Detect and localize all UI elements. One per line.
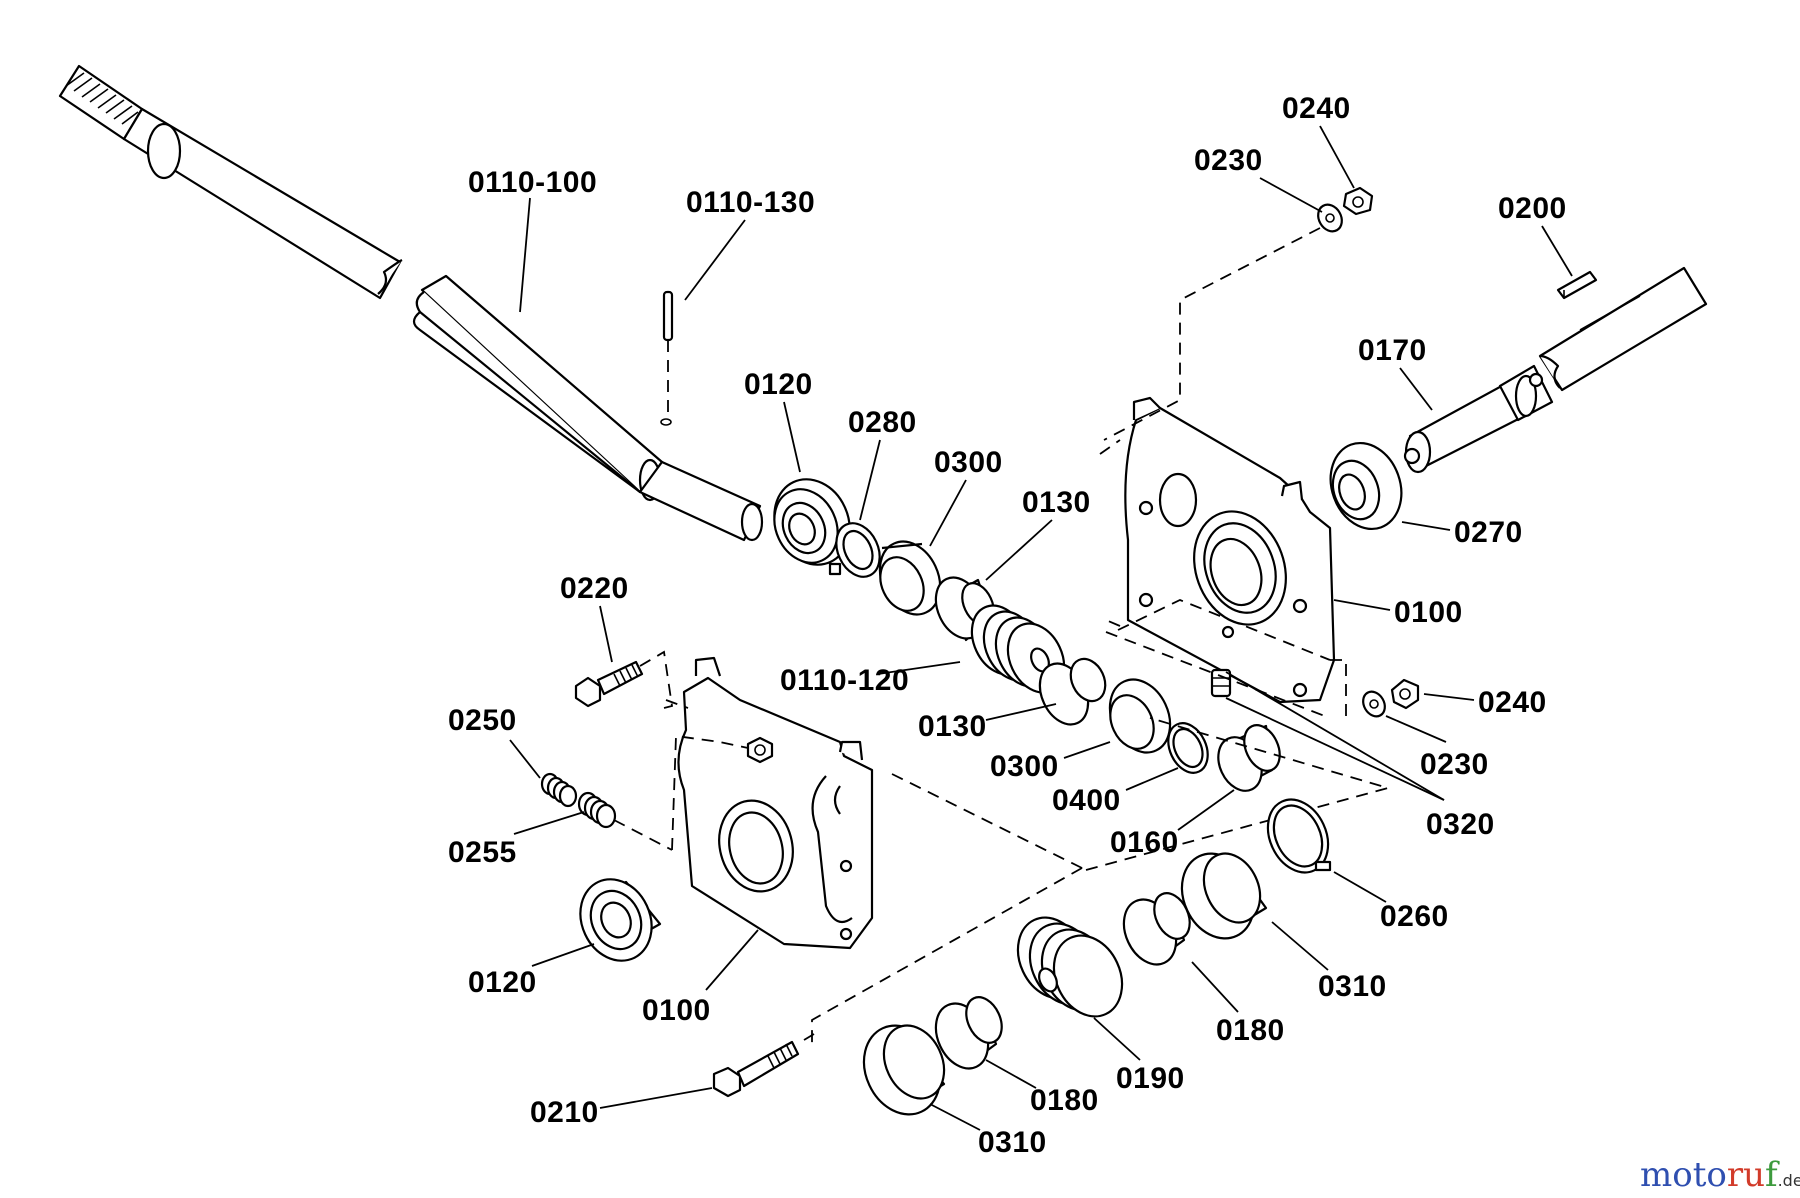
cap-screw-0220: 0220 — [560, 572, 689, 709]
callout-0110-100: 0110-100 — [468, 166, 597, 199]
callout-0170: 0170 — [1358, 334, 1427, 367]
spring-0250: 0250 — [448, 704, 578, 808]
callout-0240-right: 0240 — [1478, 686, 1547, 719]
spring-0255: 0255 — [448, 734, 749, 869]
end-cap: 0160 — [1110, 724, 1281, 859]
callout-0100-right: 0100 — [1394, 596, 1463, 629]
bearing-cup-lower-right: 0310 — [1180, 852, 1387, 1003]
snap-ring: 0260 — [1266, 798, 1449, 933]
callout-0130-top: 0130 — [1022, 486, 1091, 519]
gear-housing-left: 0100 — [642, 656, 874, 1027]
bearing-cup-lower-left: 0310 — [862, 1024, 1047, 1159]
bearing-cone-lower-left: 0180 — [934, 996, 1099, 1117]
cap-screw-0210: 0210 — [530, 1033, 815, 1129]
bearing-cone-mid: 0130 — [918, 657, 1107, 743]
worm-gear: 0110-120 — [780, 604, 1066, 697]
callout-0310-right: 0310 — [1318, 970, 1387, 1003]
callout-0260: 0260 — [1380, 900, 1449, 933]
callout-0110-130: 0110-130 — [686, 186, 815, 219]
callout-0210: 0210 — [530, 1096, 599, 1129]
pipe-plug — [1210, 668, 1232, 698]
callout-0110-120: 0110-120 — [780, 664, 909, 697]
bearing-cone-lower-right: 0180 — [1122, 892, 1285, 1047]
oil-seal: 0270 — [1329, 441, 1523, 549]
nut-washer-right: 0240 0230 — [1105, 599, 1547, 781]
watermark-logo: motoruf.de — [1640, 1155, 1800, 1195]
callout-0220: 0220 — [560, 572, 629, 605]
bearing-cup-top: 0300 — [878, 446, 1003, 616]
nut-washer-top: 0240 0230 — [1103, 92, 1374, 441]
callout-0300-mid: 0300 — [990, 750, 1059, 783]
shim-washer: 0400 — [1052, 722, 1209, 817]
svg-text:motoruf.de: motoruf.de — [1640, 1155, 1800, 1195]
output-shaft: 0170 — [1358, 266, 1708, 474]
callout-0230-right: 0230 — [1420, 748, 1489, 781]
roll-pin: 0110-130 — [662, 186, 815, 420]
callout-0250: 0250 — [448, 704, 517, 737]
callout-0240-top: 0240 — [1282, 92, 1351, 125]
main-shaft: 0110-100 — [58, 64, 764, 542]
callout-0255: 0255 — [448, 836, 517, 869]
gear-housing-right: 0100 — [1124, 396, 1463, 704]
bearing-left: 0120 — [468, 878, 662, 999]
callout-0280: 0280 — [848, 406, 917, 439]
callout-0120-top: 0120 — [744, 368, 813, 401]
bearing-cup-mid: 0300 — [990, 678, 1172, 783]
callout-0320: 0320 — [1426, 808, 1495, 841]
bearing-top: 0120 — [744, 368, 851, 566]
callout-0180-bottom: 0180 — [1030, 1084, 1099, 1117]
callout-0310-bottom: 0310 — [978, 1126, 1047, 1159]
worm-wheel: 0190 — [1016, 916, 1185, 1095]
plug-callout: 0320 — [1225, 671, 1495, 841]
callout-0270: 0270 — [1454, 516, 1523, 549]
callout-0300-top: 0300 — [934, 446, 1003, 479]
callout-0180-right: 0180 — [1216, 1014, 1285, 1047]
shaft-key: 0200 — [1498, 192, 1598, 300]
callout-0400: 0400 — [1052, 784, 1121, 817]
callout-0120-left: 0120 — [468, 966, 537, 999]
retaining-ring: 0280 — [828, 406, 917, 578]
callout-0230-top: 0230 — [1194, 144, 1263, 177]
callout-0130-mid: 0130 — [918, 710, 987, 743]
callout-0100-left: 0100 — [642, 994, 711, 1027]
callout-0200: 0200 — [1498, 192, 1567, 225]
callout-0190: 0190 — [1116, 1062, 1185, 1095]
